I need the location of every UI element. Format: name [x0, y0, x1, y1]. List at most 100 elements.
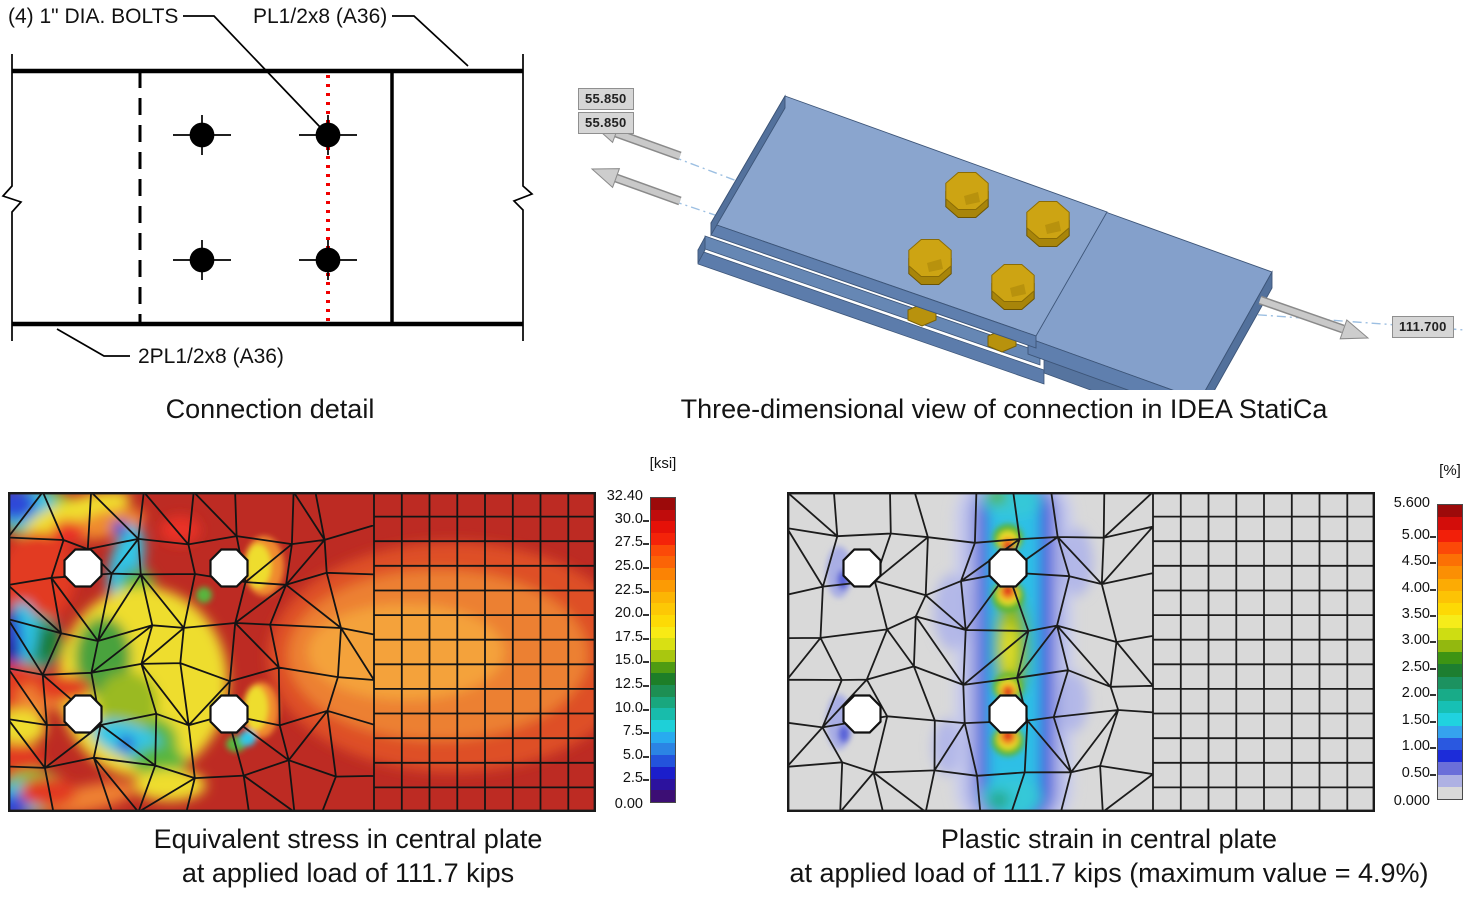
strain-caption-line2: at applied load of 111.7 kips (maximum v… — [789, 858, 1429, 888]
stress-caption: Equivalent stress in central plate at ap… — [8, 822, 688, 890]
colorbar-segment — [1438, 578, 1462, 591]
colorbar-segment — [651, 603, 675, 615]
colorbar-segment — [651, 556, 675, 569]
colorbar-tick-mark — [643, 732, 649, 735]
colorbar-segment — [1438, 786, 1462, 799]
colorbar-segment — [651, 638, 675, 650]
colorbar-tick-label: 30.0 — [614, 510, 643, 527]
colorbar-segment — [1438, 541, 1462, 554]
colorbar-segment — [1438, 566, 1462, 579]
colorbar-tick-label: 20.0 — [614, 605, 643, 622]
colorbar-segment — [651, 743, 675, 756]
colorbar-segment — [651, 649, 675, 662]
colorbar-segment — [1438, 725, 1462, 738]
colorbar-tick-label: 25.0 — [614, 557, 643, 574]
colorbar-tick-label: 1.50 — [1401, 711, 1430, 728]
colorbar-tick-mark — [1430, 641, 1436, 644]
strain-contour-plot — [787, 492, 1375, 812]
stress-caption-line1: Equivalent stress in central plate — [153, 824, 543, 854]
colorbar-tick-mark — [1430, 562, 1436, 565]
colorbar-segment — [1438, 737, 1462, 750]
colorbar-segment — [651, 579, 675, 592]
colorbar-tick-mark — [643, 637, 649, 640]
colorbar-tick-mark — [643, 566, 649, 569]
colorbar-segment — [1438, 639, 1462, 652]
colorbar-segment — [651, 766, 675, 779]
colorbar-segment — [651, 568, 675, 580]
colorbar-tick-mark — [1430, 720, 1436, 723]
stress-contour-field — [8, 492, 596, 812]
colorbar-tick-mark — [643, 543, 649, 546]
colorbar-segment — [1438, 517, 1462, 530]
bolt-holes — [63, 548, 249, 734]
colorbar-tick-label: 2.5 — [622, 770, 643, 787]
connection-detail-drawing: (4) 1" DIA. BOLTS PL1/2x8 (A36) 2PL1/2x8… — [1, 5, 534, 368]
colorbar-tick-mark — [1430, 667, 1436, 670]
load-arrow-right — [1258, 295, 1370, 340]
colorbar-tick-mark — [643, 661, 649, 664]
colorbar-tick-mark — [1430, 694, 1436, 697]
colorbar-tick-label: 0.000 — [1393, 793, 1430, 809]
colorbar-segment — [651, 544, 675, 557]
load-label-2: 55.850 — [578, 112, 634, 134]
colorbar-tick-label: 12.5 — [614, 675, 643, 692]
colorbar-tick-mark — [643, 779, 649, 782]
bolt-symbols — [173, 115, 357, 280]
colorbar-segment — [1438, 652, 1462, 665]
colorbar-tick-label: 3.00 — [1401, 632, 1430, 649]
colorbar-segment — [651, 790, 675, 802]
colorbar-segment — [651, 696, 675, 709]
colorbar-segment — [651, 708, 675, 721]
colorbar-tick-mark — [1430, 747, 1436, 750]
bottom-plate-leader-line — [56, 328, 130, 357]
colorbar-segment — [1438, 762, 1462, 775]
colorbar-segment — [1438, 603, 1462, 616]
bolt-holes — [842, 548, 1028, 734]
colorbar-tick-label: 10.0 — [614, 699, 643, 716]
colorbar-tick-label: 27.5 — [614, 534, 643, 551]
colorbar-tick-mark — [643, 590, 649, 593]
plot-border — [8, 492, 596, 812]
bolts — [908, 172, 1070, 310]
plot-border — [787, 492, 1375, 812]
bolts-label: (4) 1" DIA. BOLTS — [8, 5, 178, 28]
strain-caption: Plastic strain in central plate at appli… — [740, 822, 1478, 890]
colorbar-tick-mark — [643, 755, 649, 758]
stress-contour-plot — [8, 492, 596, 812]
load-label-1: 55.850 — [578, 88, 634, 110]
colorbar-segment — [651, 720, 675, 732]
stress-colorbar-unit: [ksi] — [649, 455, 677, 472]
colorbar-segment — [651, 626, 675, 639]
colorbar-segment — [1438, 701, 1462, 714]
colorbar-segment — [1438, 750, 1462, 763]
stress-colorbar-bar — [650, 497, 676, 803]
colorbar-segment — [651, 533, 675, 545]
colorbar-segment — [651, 755, 675, 767]
idea-statica-3d-view: 55.850 55.850 111.700 — [560, 60, 1478, 390]
view3d-caption: Three-dimensional view of connection in … — [680, 394, 1328, 424]
colorbar-tick-mark — [643, 708, 649, 711]
left-break-line — [1, 54, 23, 341]
colorbar-segment — [1438, 664, 1462, 677]
colorbar-tick-label: 7.5 — [622, 723, 643, 740]
colorbar-segment — [651, 498, 675, 510]
colorbar-segment — [1438, 676, 1462, 689]
colorbar-segment — [651, 661, 675, 674]
strain-caption-line1: Plastic strain in central plate — [940, 824, 1278, 854]
right-break-line — [512, 54, 534, 341]
colorbar-tick-label: 32.40 — [606, 488, 643, 504]
colorbar-segment — [1438, 627, 1462, 640]
colorbar-segment — [1438, 590, 1462, 603]
colorbar-tick-label: 0.00 — [614, 796, 643, 812]
colorbar-segment — [651, 509, 675, 522]
colorbar-tick-mark — [643, 614, 649, 617]
colorbar-tick-label: 2.50 — [1401, 658, 1430, 675]
bolts-leader-line — [183, 15, 321, 128]
colorbar-tick-label: 17.5 — [614, 628, 643, 645]
bottom-plate-label: 2PL1/2x8 (A36) — [138, 345, 284, 368]
colorbar-segment — [651, 685, 675, 697]
colorbar-segment — [651, 521, 675, 534]
fem-mesh — [787, 492, 1375, 812]
